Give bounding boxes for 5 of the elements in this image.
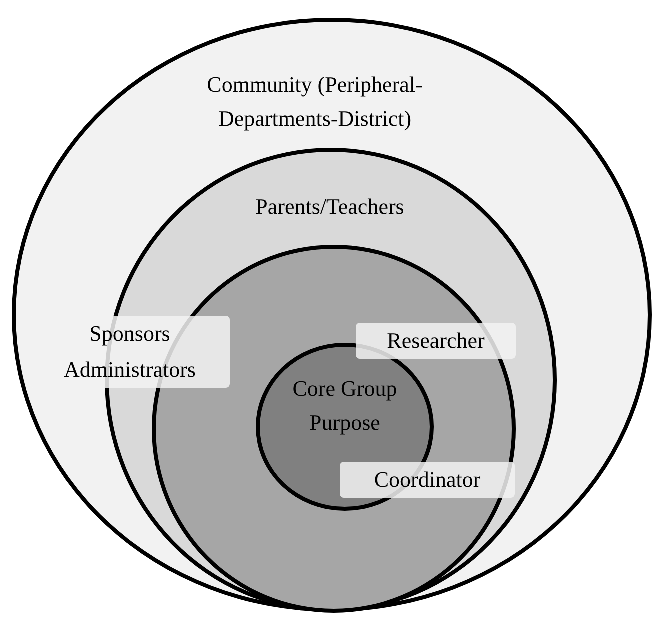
- ring-label: Parents/Teachers: [254, 193, 406, 221]
- role-label: Researcher: [356, 323, 516, 359]
- role-label: Coordinator: [340, 462, 515, 498]
- ring-label: Core Group Purpose: [292, 375, 398, 437]
- ring-label: Community (Peripheral- Departments-District): [206, 71, 424, 133]
